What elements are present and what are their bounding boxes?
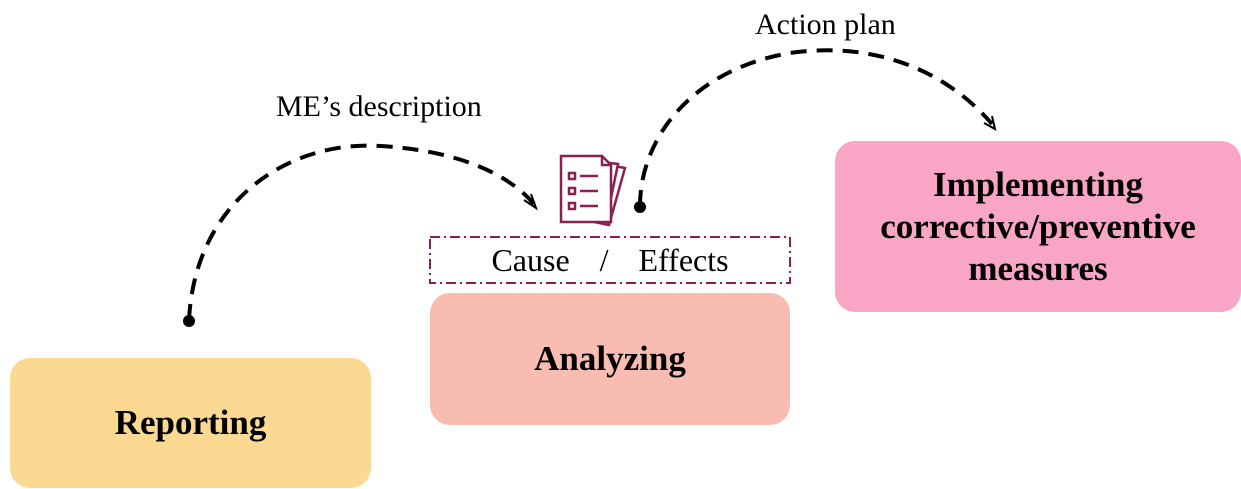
- cause-effects-separator: /: [599, 241, 609, 278]
- stage-reporting-label: Reporting: [114, 403, 267, 442]
- stage-reporting-box: Reporting: [10, 358, 371, 488]
- stage-implementing-line-2: corrective/preventive: [880, 206, 1196, 246]
- flow-label-action-plan: Action plan: [755, 8, 896, 41]
- cause-label: Cause: [491, 241, 570, 278]
- flow-arrowhead-implementing: [983, 115, 997, 131]
- stage-implementing-box: Implementing corrective/preventive measu…: [835, 141, 1241, 312]
- flow-start-dot-reporting: [183, 315, 195, 327]
- flow-arrowhead-analyzing: [523, 193, 538, 211]
- cause-effects-frame: [429, 236, 791, 284]
- flow-arrow-analyzing-implementing: [638, 48, 994, 207]
- flow-label-me-description: ME’s description: [276, 90, 482, 123]
- stage-analyzing-label: Analyzing: [534, 339, 686, 378]
- stage-implementing-line-3: measures: [968, 248, 1108, 288]
- flow-start-dot-analyzing: [634, 201, 646, 213]
- stage-implementing-line-1: Implementing: [933, 164, 1143, 204]
- stage-analyzing-box: Analyzing: [430, 293, 790, 425]
- checklist-document-icon: [559, 154, 627, 227]
- cause-effects-text: Cause / Effects: [430, 237, 790, 283]
- flow-arrow-reporting-analyzing: [187, 143, 536, 321]
- effects-label: Effects: [638, 241, 729, 278]
